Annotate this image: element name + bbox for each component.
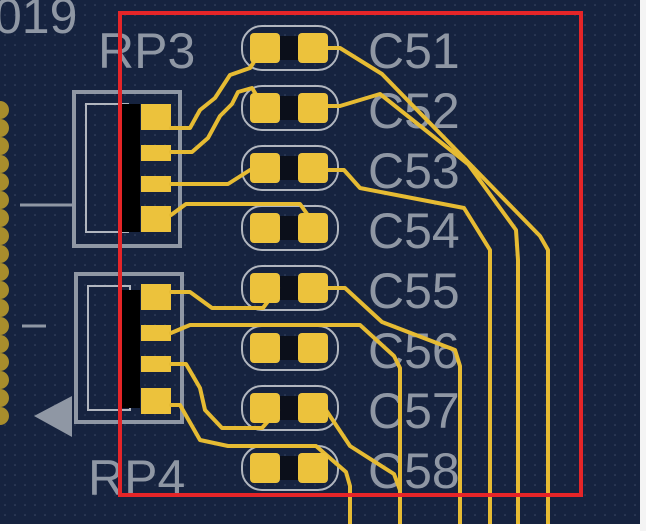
- c57-label: C57: [368, 383, 460, 439]
- c54-label: C54: [368, 203, 460, 259]
- c53-pad-1[interactable]: [250, 153, 280, 183]
- rp3-pad-4[interactable]: [141, 206, 171, 232]
- rp3-pad-3[interactable]: [141, 176, 171, 192]
- c54-pad-2[interactable]: [298, 213, 328, 243]
- c52-pad-2[interactable]: [298, 93, 328, 123]
- c52-label: C52: [368, 83, 460, 139]
- window-right-edge: [640, 0, 646, 531]
- window-bottom-edge: [0, 524, 646, 531]
- left-triangle-icon: [34, 396, 72, 437]
- rp3-pad-2[interactable]: [141, 145, 171, 161]
- rp3-label: RP3: [98, 23, 195, 79]
- rp4-label: RP4: [88, 450, 185, 506]
- rp4-body: [122, 290, 140, 408]
- c56-pad-2[interactable]: [298, 333, 328, 363]
- rp4-pad-3[interactable]: [141, 356, 171, 372]
- c54-pad-1[interactable]: [250, 213, 280, 243]
- selection-rectangle[interactable]: [118, 11, 583, 497]
- c53-pad-2[interactable]: [298, 153, 328, 183]
- c51-pad-2[interactable]: [298, 33, 328, 63]
- c58-pad-1[interactable]: [250, 453, 280, 483]
- rp3-body: [122, 104, 140, 232]
- rp4-pad-4[interactable]: [141, 388, 171, 414]
- c51-pad-1[interactable]: [250, 33, 280, 63]
- rp3-pad-1[interactable]: [141, 104, 171, 130]
- rp3-footprint[interactable]: [72, 90, 182, 248]
- silkscreen-marks: [20, 203, 72, 328]
- c56-pad-1[interactable]: [250, 333, 280, 363]
- c57-pad-2[interactable]: [298, 393, 328, 423]
- c55-pad-1[interactable]: [250, 273, 280, 303]
- rp4-pad-1[interactable]: [141, 284, 171, 310]
- rp4-courtyard: [74, 272, 184, 424]
- c57-pad-1[interactable]: [250, 393, 280, 423]
- c56-label: C56: [368, 323, 460, 379]
- c55-label: C55: [368, 263, 460, 319]
- copper-traces: [169, 46, 550, 531]
- rp3-courtyard: [72, 90, 182, 248]
- c58-label: C58: [368, 443, 460, 499]
- reference-fragment-label: 019: [0, 0, 77, 44]
- edge-connector-pins: [0, 101, 9, 425]
- rp4-pad-2[interactable]: [141, 325, 171, 341]
- c52-pad-1[interactable]: [250, 93, 280, 123]
- capacitor-pads[interactable]: [250, 33, 328, 483]
- c58-pad-2[interactable]: [298, 453, 328, 483]
- c51-label: C51: [368, 23, 460, 79]
- c53-label: C53: [368, 143, 460, 199]
- rp4-footprint[interactable]: [74, 272, 184, 424]
- c55-pad-2[interactable]: [298, 273, 328, 303]
